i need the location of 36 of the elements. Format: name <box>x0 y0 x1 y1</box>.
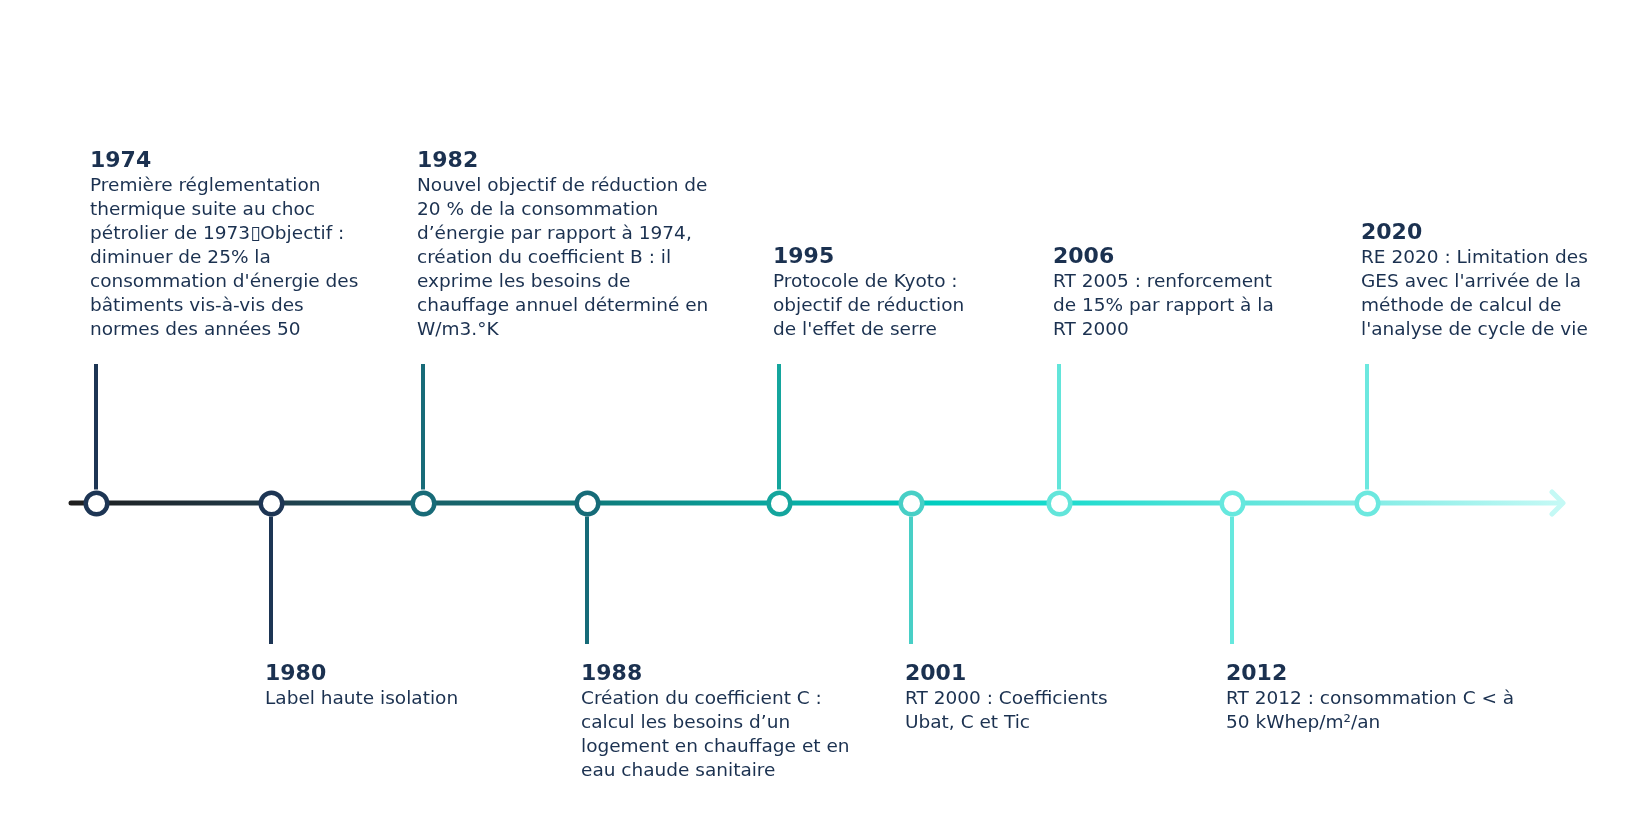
year-heading: 1980 <box>265 659 328 686</box>
milestone-marker <box>409 489 437 517</box>
milestone-description: Label haute isolation <box>265 686 460 710</box>
stem-line <box>1365 364 1369 490</box>
milestone-marker <box>257 489 285 517</box>
stem-line <box>1230 516 1234 644</box>
year-heading: 1988 <box>581 659 644 686</box>
milestone-description: Création du coefficient C : calcul les besoins d’un logement en chauffage et en eau chaude sanitaire <box>581 686 851 782</box>
milestone-marker <box>1218 489 1246 517</box>
stem-line <box>909 516 913 644</box>
year-heading: 1995 <box>773 242 836 269</box>
year-heading: 1982 <box>417 146 480 173</box>
year-heading: 2012 <box>1226 659 1289 686</box>
milestone-description: RT 2000 : Coefficients Ubat, C et Tic <box>905 686 1109 734</box>
stem-line <box>585 516 589 644</box>
milestone-marker <box>573 489 601 517</box>
year-heading: 1974 <box>90 146 153 173</box>
stem-line <box>421 364 425 490</box>
year-heading: 2001 <box>905 659 968 686</box>
year-heading: 2006 <box>1053 242 1116 269</box>
milestone-marker <box>82 489 110 517</box>
stem-line <box>777 364 781 490</box>
milestone-marker <box>765 489 793 517</box>
stem-line <box>269 516 273 644</box>
milestone-marker <box>1045 489 1073 517</box>
milestone-description: RE 2020 : Limitation des GES avec l'arrivée de la méthode de calcul de l'analyse de cycle de vie <box>1361 245 1589 341</box>
year-heading: 2020 <box>1361 218 1424 245</box>
stem-line <box>1057 364 1061 490</box>
milestone-description: RT 2012 : consommation C < à 50 kWhep/m²/an <box>1226 686 1516 734</box>
milestone-marker <box>897 489 925 517</box>
milestone-marker <box>1353 489 1381 517</box>
milestone-description: Première réglementation thermique suite au choc pétrolier de 1973▯Objectif : diminuer de 25% la consommation d'énergie des bâtiments vis-à-vis des normes des années 50 <box>90 173 360 341</box>
stem-line <box>94 364 98 490</box>
milestone-description: Protocole de Kyoto : objectif de réduction de l'effet de serre <box>773 269 966 341</box>
milestone-description: Nouvel objectif de réduction de 20 % de la consommation d’énergie par rapport à 1974, création du coefficient B : il exprime les besoins de chauffage annuel déterminé en W/m3.°K <box>417 173 710 341</box>
milestone-description: RT 2005 : renforcement de 15% par rapport à la RT 2000 <box>1053 269 1275 341</box>
